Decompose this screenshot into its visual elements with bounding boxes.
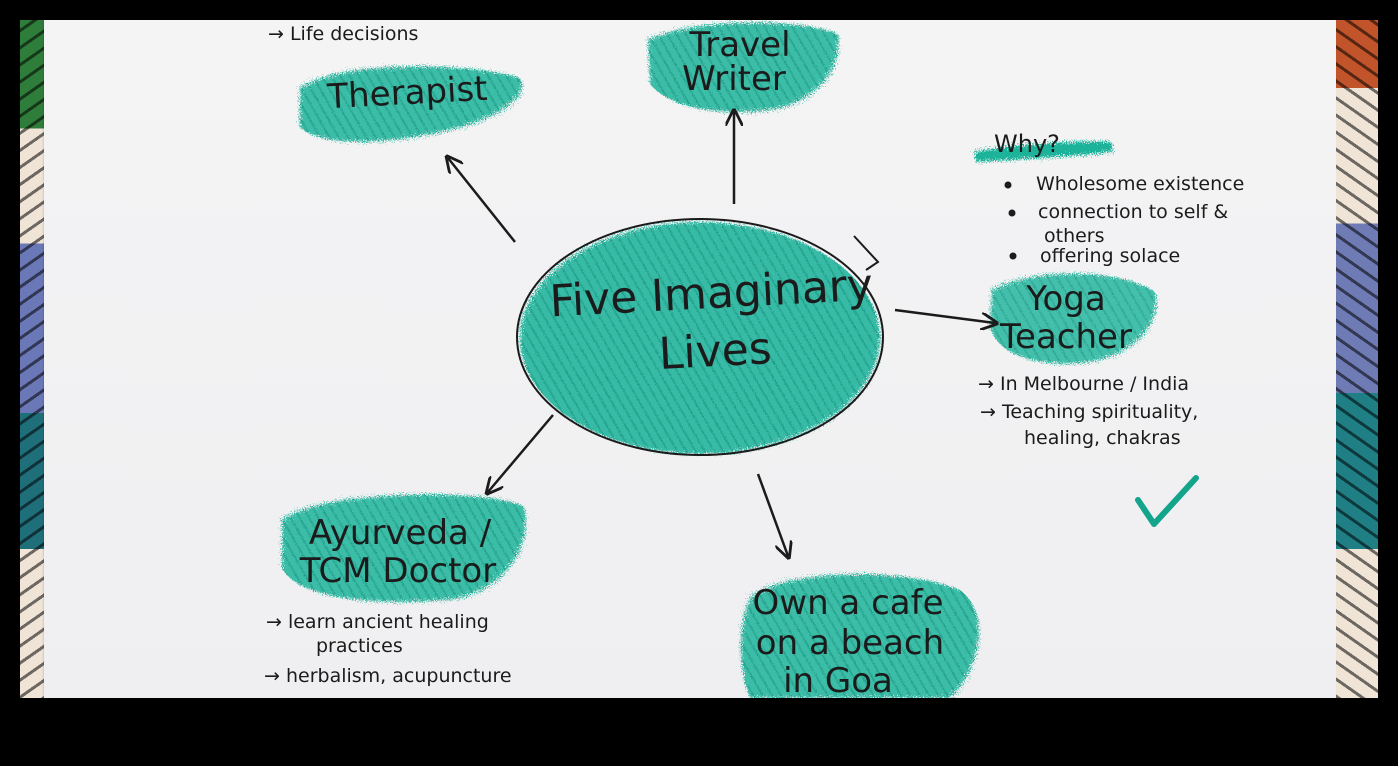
check-icon (1135, 475, 1199, 527)
cafe-line1: Own a cafe (753, 583, 944, 623)
arrow-to-therapist (448, 158, 516, 243)
yoga-note-3: healing, chakras (1024, 427, 1181, 449)
ayurveda-highlight (282, 494, 526, 602)
ayurveda-note-2: practices (316, 635, 403, 657)
ayurveda-line1: Ayurveda / (309, 513, 492, 553)
therapist-note-1: → Life decisions (268, 23, 418, 45)
why-point-1: Wholesome existence (1036, 173, 1244, 195)
why-point-2-cont: others (1044, 225, 1105, 247)
why-bullet-1 (1004, 181, 1012, 189)
why-heading: Why? (994, 130, 1060, 158)
why-bullet-2 (1008, 209, 1016, 217)
arrow-to-cafe (756, 473, 788, 556)
therapist-highlight (300, 66, 522, 142)
rug-left (20, 20, 46, 698)
yoga-note-1: → In Melbourne / India (978, 373, 1189, 395)
cafe-highlight (741, 574, 979, 698)
arrow-to-yoga (894, 308, 995, 323)
therapist-label: Therapist (325, 69, 488, 117)
yoga-note-2: → Teaching spirituality, (980, 401, 1198, 423)
travel-writer-line2: Writer (682, 59, 786, 99)
photo (20, 20, 1378, 698)
cafe-line3: in Goa (783, 661, 893, 701)
cafe-line2: on a beach (756, 623, 944, 663)
why-bullet-3 (1009, 252, 1017, 260)
stray-arrowhead (853, 235, 880, 271)
ayurveda-note-3: → herbalism, acupuncture (264, 665, 512, 687)
frame-bottom (0, 698, 1398, 766)
why-point-3: offering solace (1040, 245, 1180, 267)
travel-writer-line1: Travel (688, 25, 790, 65)
why-point-2: connection to self & (1038, 201, 1228, 223)
center-outline (516, 218, 884, 456)
frame-top (0, 0, 1398, 20)
yoga-highlight (990, 273, 1157, 364)
ayurveda-line2: TCM Doctor (299, 551, 496, 591)
yoga-line2: Teacher (999, 317, 1132, 357)
ayurveda-note-1: → learn ancient healing (266, 611, 489, 633)
travel-writer-highlight (648, 22, 839, 113)
yoga-line1: Yoga (1025, 279, 1105, 319)
center-title-line2: Lives (658, 323, 773, 380)
why-underline (975, 141, 1112, 162)
arrow-to-ayurveda (488, 414, 554, 492)
rug-right (1336, 20, 1378, 698)
center-highlight (520, 222, 880, 454)
